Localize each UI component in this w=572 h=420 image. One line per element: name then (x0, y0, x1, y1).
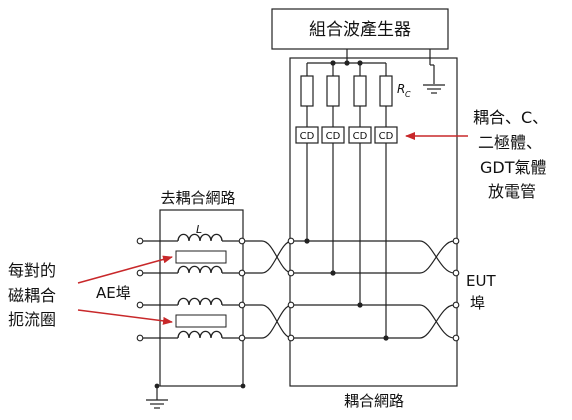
ground-node (154, 383, 160, 389)
signal-lines (140, 240, 455, 339)
generator-label: 組合波產生器 (309, 20, 411, 40)
generator-output-bus (306, 49, 435, 84)
tap-nodes (304, 238, 389, 341)
decoupling-network-box (159, 209, 244, 387)
rc-label: R C (397, 82, 411, 99)
ae-port-label: AE埠 (96, 284, 131, 302)
choke-core (175, 250, 227, 328)
surge-generator-box: 組合波產生器 (271, 8, 449, 50)
bus-node (344, 60, 350, 66)
eut-port-label: EUT 埠 (466, 272, 496, 312)
svg-text:CD: CD (379, 131, 394, 142)
choke-inductor-icon (177, 233, 223, 339)
resistor-leads (306, 106, 387, 127)
svg-text:埠: 埠 (470, 294, 485, 312)
svg-text:每對的: 每對的 (8, 261, 56, 280)
ground-icon (146, 386, 168, 409)
svg-text:C: C (405, 90, 411, 99)
bus-node (357, 60, 363, 66)
svg-text:EUT: EUT (466, 272, 496, 290)
decoupling-label: 去耦合網路 (160, 189, 235, 207)
svg-text:CD: CD (300, 131, 315, 142)
coupling-device: CD (374, 126, 398, 144)
svg-text:扼流圈: 扼流圈 (8, 310, 56, 329)
svg-text:放電管: 放電管 (488, 182, 536, 201)
terminals (136, 237, 460, 342)
generator-ground-icon (423, 84, 445, 94)
svg-text:CD: CD (326, 131, 341, 142)
svg-text:CD: CD (353, 131, 368, 142)
bus-node (330, 60, 336, 66)
resistor-rc (300, 75, 393, 107)
coupling-device: CD (348, 126, 372, 144)
ground-node (240, 383, 246, 389)
annotation-arrow (77, 309, 173, 325)
coupling-network-box (289, 57, 458, 387)
coupling-device: CD (321, 126, 345, 144)
svg-text:耦合、C、: 耦合、C、 (473, 108, 548, 127)
svg-text:磁耦合: 磁耦合 (8, 286, 56, 305)
svg-text:二極體、: 二極體、 (478, 133, 542, 152)
coupling-device: CD (295, 126, 319, 144)
svg-text:R: R (397, 82, 405, 96)
right-annotation: 耦合、C、 二極體、 GDT氣體 放電管 (473, 108, 548, 201)
left-annotation: 每對的 磁耦合 扼流圈 (8, 261, 56, 329)
coupling-network-label: 耦合網路 (344, 392, 404, 410)
svg-text:GDT氣體: GDT氣體 (480, 158, 547, 177)
annotation-arrow (77, 255, 173, 284)
inductor-label: L (196, 223, 202, 236)
